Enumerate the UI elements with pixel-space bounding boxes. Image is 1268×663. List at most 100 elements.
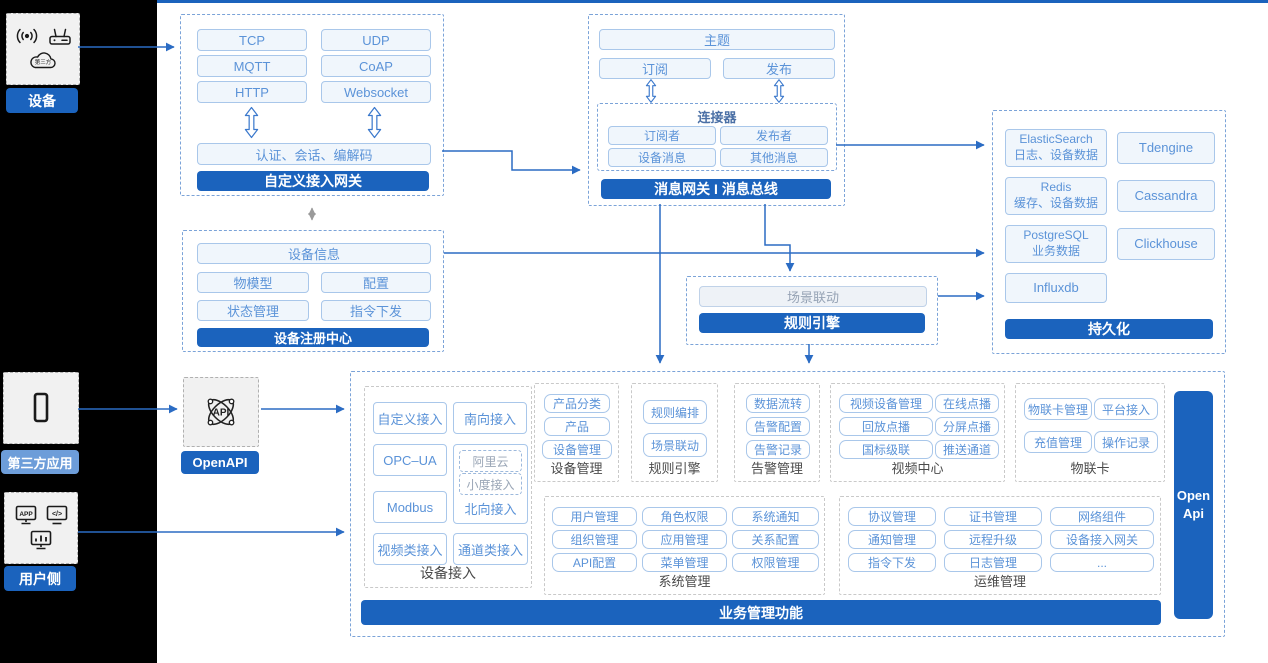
feature-pill: 角色权限 xyxy=(642,507,727,526)
feature-pill: 国标级联 xyxy=(839,440,933,459)
device-registry-box: 设备信息 物模型 配置 状态管理 指令下发 设备注册中心 xyxy=(182,230,444,352)
db-cell: PostgreSQL 业务数据 xyxy=(1005,225,1107,263)
db-name: ElasticSearch xyxy=(1019,132,1093,147)
feature-pill: 回放点播 xyxy=(839,417,933,436)
top-accent-line xyxy=(157,0,1268,3)
feature-pill: 日志管理 xyxy=(944,553,1042,572)
feature-pill: 告警记录 xyxy=(746,440,810,459)
third-party-group-box xyxy=(3,372,79,444)
access-pill: Modbus xyxy=(373,491,447,523)
feature-pill: 推送通道 xyxy=(935,440,999,459)
device-label: 设备 xyxy=(6,88,78,113)
vertical-double-arrow-icon xyxy=(773,79,785,103)
persistence-bar: 持久化 xyxy=(1005,319,1213,339)
cloud-icon: 第三方 xyxy=(30,52,56,69)
feature-pill: 远程升级 xyxy=(944,530,1042,549)
access-pill: 南向接入 xyxy=(453,402,527,434)
feature-pill: 场景联动 xyxy=(643,433,707,457)
chart-window-icon xyxy=(30,530,52,550)
north-sub-pill: 小度接入 xyxy=(459,473,522,495)
cloud-icon-text: 第三方 xyxy=(35,58,52,66)
feature-pill: 分屏点播 xyxy=(935,417,999,436)
subscribe-pill: 订阅 xyxy=(599,58,711,79)
feature-pill: 产品分类 xyxy=(544,394,610,413)
db-name: Clickhouse xyxy=(1134,235,1198,251)
user-side-label: 用户侧 xyxy=(4,566,76,591)
openapi-label: OpenAPI xyxy=(181,451,259,474)
db-name: Cassandra xyxy=(1134,187,1198,203)
section-label: 运维管理 xyxy=(973,574,1026,589)
north-access-group: 阿里云 小度接入 北向接入 xyxy=(453,444,528,524)
openapi-icon-box: API xyxy=(183,377,259,447)
feature-pill: 充值管理 xyxy=(1024,431,1092,453)
section-system-mgmt: 用户管理 角色权限 系统通知 组织管理 应用管理 关系配置 API配置 菜单管理… xyxy=(544,496,825,595)
phone-icon xyxy=(33,392,49,423)
feature-pill: 系统通知 xyxy=(732,507,819,526)
device-group-box: 第三方 xyxy=(6,13,80,85)
section-label: 规则引擎 xyxy=(648,461,701,476)
business-management-bar: 业务管理功能 xyxy=(361,600,1161,625)
connector-title: 连接器 xyxy=(697,110,737,125)
protocol-pill: MQTT xyxy=(197,55,307,77)
connector-pill: 设备消息 xyxy=(608,148,716,167)
section-ops-mgmt: 协议管理 证书管理 网络组件 通知管理 远程升级 设备接入网关 指令下发 日志管… xyxy=(839,496,1161,595)
topic-pill: 主题 xyxy=(599,29,835,50)
feature-pill: 视频设备管理 xyxy=(839,394,933,413)
feature-pill: 规则编排 xyxy=(643,400,707,424)
api-icon-text: API xyxy=(213,407,230,418)
db-desc: 业务数据 xyxy=(1031,244,1080,258)
signal-icon xyxy=(16,28,37,44)
feature-pill: 组织管理 xyxy=(552,530,637,549)
db-cell: Influxdb xyxy=(1005,273,1107,303)
protocol-pill: HTTP xyxy=(197,81,307,103)
feature-pill: 网络组件 xyxy=(1050,507,1154,526)
code-window-icon: </> xyxy=(46,505,67,525)
db-name: Influxdb xyxy=(1033,279,1079,295)
feature-pill: 用户管理 xyxy=(552,507,637,526)
registry-pill: 配置 xyxy=(321,272,431,293)
device-info-pill: 设备信息 xyxy=(197,243,431,264)
feature-pill: 应用管理 xyxy=(642,530,727,549)
feature-pill: 权限管理 xyxy=(732,553,819,572)
feature-pill: 产品 xyxy=(544,417,610,436)
custom-access-gateway-bar: 自定义接入网关 xyxy=(197,171,429,191)
protocol-pill: TCP xyxy=(197,29,307,51)
business-management-box: 自定义接入 南向接入 OPC–UA 阿里云 小度接入 北向接入 Modbus 视… xyxy=(350,371,1225,637)
feature-pill: 告警配置 xyxy=(746,417,810,436)
north-sub-pill: 阿里云 xyxy=(459,450,522,472)
access-pill: 自定义接入 xyxy=(373,402,447,434)
feature-pill: 证书管理 xyxy=(944,507,1042,526)
connector-pill: 订阅者 xyxy=(608,126,716,145)
feature-pill: 通知管理 xyxy=(848,530,936,549)
message-gateway-bar: 消息网关 I 消息总线 xyxy=(601,179,831,199)
db-desc: 日志、设备数据 xyxy=(1013,148,1098,162)
protocol-pill: CoAP xyxy=(321,55,431,77)
publish-pill: 发布 xyxy=(723,58,835,79)
access-pill: 视频类接入 xyxy=(373,533,447,565)
db-cell: Cassandra xyxy=(1117,180,1215,212)
section-device-mgmt: 产品分类 产品 设备管理 设备管理 xyxy=(534,383,619,482)
custom-access-gateway-box: TCP UDP MQTT CoAP HTTP Websocket 认证、会话、编… xyxy=(180,14,444,196)
section-label: 设备接入 xyxy=(420,565,476,581)
vertical-double-arrow-icon xyxy=(645,79,657,103)
db-cell: ElasticSearch 日志、设备数据 xyxy=(1005,129,1107,167)
registry-pill: 指令下发 xyxy=(321,300,431,321)
rule-engine-box: 场景联动 规则引擎 xyxy=(686,276,938,345)
code-window-text: </> xyxy=(51,511,61,518)
section-iot-card: 物联卡管理 平台接入 充值管理 操作记录 物联卡 xyxy=(1015,383,1165,482)
feature-pill: API配置 xyxy=(552,553,637,572)
feature-pill: 数据流转 xyxy=(746,394,810,413)
registry-pill: 状态管理 xyxy=(197,300,309,321)
device-registry-bar: 设备注册中心 xyxy=(197,328,429,347)
open-api-vertical-bar: Open Api xyxy=(1174,391,1213,619)
persistence-box: ElasticSearch 日志、设备数据 Tdengine Redis 缓存、… xyxy=(992,110,1226,354)
feature-pill: 操作记录 xyxy=(1094,431,1158,453)
vertical-double-arrow-icon xyxy=(367,106,382,139)
feature-pill: ... xyxy=(1050,553,1154,572)
feature-pill: 在线点播 xyxy=(935,394,999,413)
section-label: 系统管理 xyxy=(658,574,711,589)
registry-pill: 物模型 xyxy=(197,272,309,293)
scene-linkage-pill: 场景联动 xyxy=(699,286,927,307)
vertical-double-arrow-icon xyxy=(244,106,259,139)
